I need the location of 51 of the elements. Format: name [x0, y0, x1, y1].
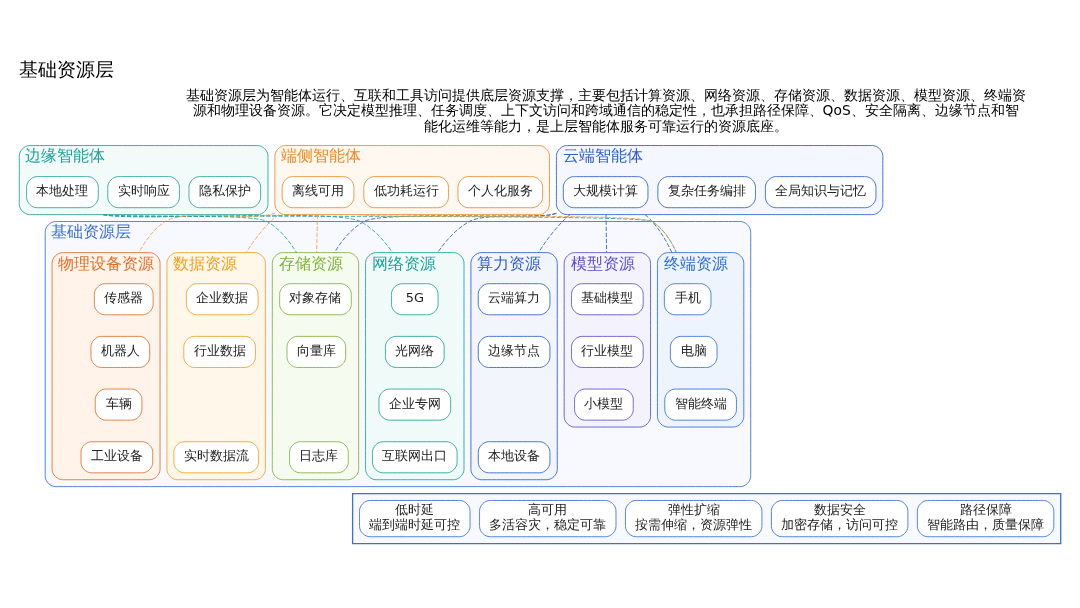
- node-box: 数据安全 加密存储，访问可控: [771, 500, 909, 538]
- node-box: 弹性扩缩 按需伸缩，资源弹性: [625, 500, 763, 538]
- node-box: 光网络: [385, 335, 445, 368]
- node-box: 小模型: [574, 388, 634, 421]
- connector: [138, 212, 276, 254]
- node-box: 本地设备: [477, 441, 551, 474]
- connector: [245, 214, 280, 254]
- node-box: 工业设备: [80, 441, 154, 474]
- node-box: 离线可用: [281, 176, 355, 209]
- connector: [316, 214, 318, 254]
- node-box: 车辆: [94, 388, 143, 421]
- node-box: 日志库: [289, 441, 349, 474]
- node-box: 路径保障 智能路由，质量保障: [916, 500, 1055, 538]
- node-box: 实时数据流: [173, 441, 259, 474]
- node-box: 企业数据: [185, 283, 259, 316]
- connector: [644, 214, 673, 254]
- node-box: 行业数据: [183, 335, 256, 368]
- connector: [102, 214, 393, 254]
- node-box: 云端算力: [477, 283, 551, 316]
- node-box: 行业模型: [571, 335, 644, 368]
- node-box: 本地处理: [26, 176, 99, 209]
- connector: [538, 214, 571, 254]
- node-box: 大规模计算: [562, 176, 649, 209]
- node-box: 互联网出口: [372, 441, 458, 474]
- node-box: 传感器: [93, 283, 154, 316]
- connector: [333, 212, 557, 254]
- node-box: 复杂任务编排: [657, 176, 756, 209]
- connector: [102, 214, 677, 254]
- node-box: 隐私保护: [188, 176, 262, 209]
- node-box: 机器人: [90, 335, 151, 368]
- diagram-title: 基础资源层: [18, 58, 114, 81]
- node-box: 基础模型: [571, 283, 644, 316]
- node-box: 对象存储: [279, 283, 352, 316]
- connector: [358, 214, 677, 254]
- node-box: 电脑: [669, 335, 718, 368]
- node-box: 低功耗运行: [363, 176, 449, 209]
- node-box: 智能终端: [664, 388, 737, 421]
- node-box: 全局知识与记忆: [764, 176, 877, 209]
- node-box: 向量库: [286, 335, 347, 368]
- connector: [102, 214, 297, 254]
- node-box: 手机: [663, 283, 712, 316]
- node-box: 低时延 端到端时延可控: [359, 500, 471, 538]
- node-box: 实时响应: [107, 176, 180, 209]
- node-box: 个人化服务: [457, 176, 543, 209]
- node-box: 边缘节点: [477, 335, 551, 368]
- cluster: [351, 492, 1062, 545]
- connector: [605, 214, 608, 254]
- node-box: 高可用 多活容灾，稳定可靠: [479, 500, 617, 538]
- label: 基础资源层为智能体运行、互联和工具访问提供底层资源支撑，主要包括计算资源、网络资源、存储资源、数据资源、模型资源、终端资源和物理设备资源。它决定模型推理、任务调度、上下文访问和跨域通信的稳定性，也承担路径保障、QoS、安全隔离、边缘节点和智能化运维等能力，是上层智能体服务可靠运行的资源底座。: [185, 86, 1026, 134]
- node-box: 企业专网: [378, 388, 452, 421]
- node-box: 5G: [391, 283, 439, 316]
